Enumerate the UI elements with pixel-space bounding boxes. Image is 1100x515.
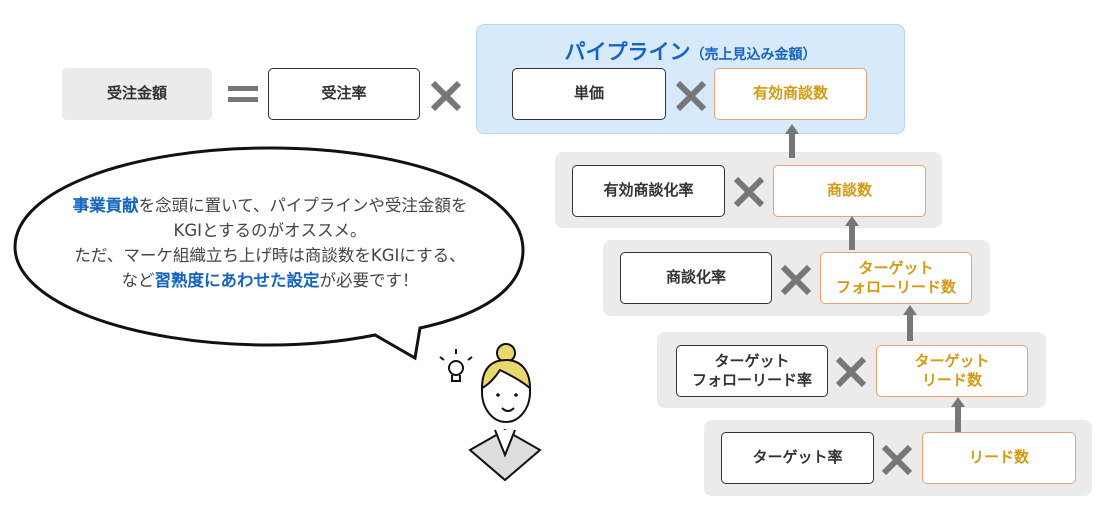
equals-sign [228,86,258,106]
bubble-line-3: ただ、マーケ組織立ち上げ時は商談数をKGIにする、 [74,246,466,265]
arrow-up-icon [845,216,859,250]
pipeline-title-text: パイプライン [564,40,691,64]
multiply-icon [430,80,462,112]
multiply-icon [733,176,765,208]
highlight-proficiency-setting: 習熟度にあわせた設定 [154,271,320,290]
multiply-icon [675,80,707,112]
order-rate-box: 受注率 [268,68,420,120]
unit-price-box: 単価 [512,68,666,120]
speech-bubble [13,146,525,361]
pipeline-title: パイプライン（売上見込み金額） [476,36,905,66]
lightbulb-icon [439,349,473,382]
arrow-up-icon [903,305,917,341]
target-leads-box: ターゲット リード数 [876,345,1028,397]
arrow-up-icon [785,124,799,158]
deal-rate-box: 商談化率 [620,252,772,304]
bubble-text: 事業貢献を念頭に置いて、パイプラインや受注金額を KGIとするのがオススメ。 た… [30,193,510,293]
effective-deals-box: 有効商談数 [714,68,867,120]
target-rate-box: ターゲット率 [721,432,874,484]
target-follow-leads-box: ターゲット フォローリード数 [820,252,972,304]
order-amount-box: 受注金額 [62,68,212,120]
arrow-up-icon [951,397,965,432]
highlight-business-contribution: 事業貢献 [72,196,139,215]
multiply-icon [780,264,812,296]
bubble-line-1: を念頭に置いて、パイプラインや受注金額を [138,196,468,215]
woman-illustration [439,343,542,482]
multiply-icon [881,444,913,476]
multiply-icon [835,356,867,388]
deals-box: 商談数 [773,165,926,217]
target-follow-lead-rate-box: ターゲット フォローリード率 [676,345,828,397]
bubble-line-4-post: が必要です！ [319,271,419,290]
effective-deal-rate-box: 有効商談化率 [572,165,725,217]
bubble-line-2: KGIとするのがオススメ。 [173,221,367,240]
leads-box: リード数 [922,432,1076,484]
bubble-line-4-pre: など [121,271,155,290]
pipeline-subtitle: （売上見込み金額） [690,47,817,63]
